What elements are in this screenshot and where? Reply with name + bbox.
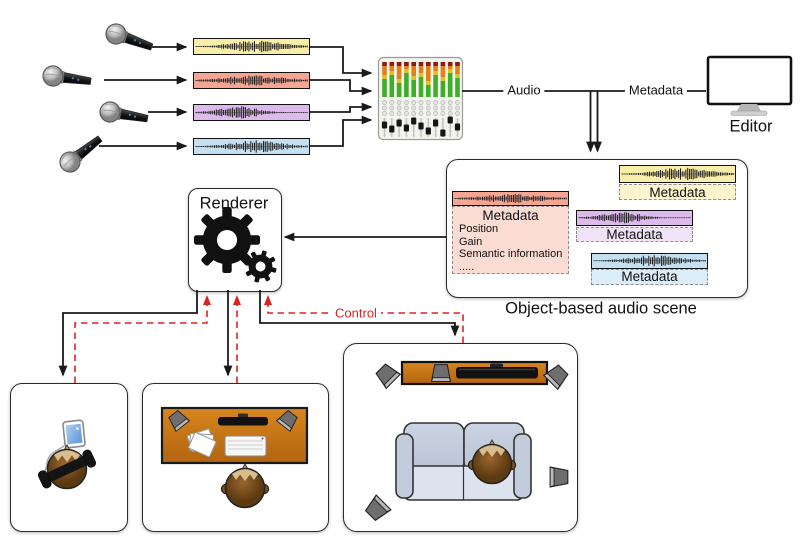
waveform-icon (454, 194, 567, 203)
desktop-listening-box (142, 383, 329, 532)
track4-to-mixer-arrow (310, 115, 373, 147)
input-track-yellow (193, 38, 310, 55)
editor-monitor-icon (706, 55, 793, 116)
waveform-icon (578, 212, 691, 224)
metadata-label: Metadata (482, 208, 539, 223)
waveform-icon (621, 167, 734, 181)
renderer-label: Renderer (199, 194, 269, 213)
editor-label: Editor (729, 117, 773, 136)
microphone-icon (97, 99, 150, 130)
waveform-icon (195, 40, 308, 53)
microphone-icon (55, 130, 107, 177)
metadata-detail-position: Position (459, 223, 499, 235)
object-based-audio-scene-box: Metadata Metadata Position Gain Semantic… (446, 159, 748, 298)
track1-to-mixer-arrow (310, 46, 373, 78)
scene-metadata-pink: Metadata Position Gain Semantic informat… (452, 206, 569, 274)
scene-track-yellow (619, 165, 736, 183)
track2-to-mixer-arrow (310, 79, 373, 96)
input-track-pink (193, 71, 310, 89)
scene-track-purple (576, 210, 693, 226)
renderer-to-headphones-arrow (58, 290, 198, 377)
metadata-detail-more: ..... (459, 260, 475, 273)
control-arrow-headphones (74, 295, 211, 383)
audio-label: Audio (503, 82, 545, 98)
input-track-blue (193, 137, 310, 155)
waveform-icon (195, 105, 308, 119)
metadata-label: Metadata (606, 226, 663, 242)
metadata-detail-semantic: Semantic information (459, 248, 563, 260)
scene-metadata-purple: Metadata (576, 227, 693, 242)
headphones-listening-box (10, 383, 128, 532)
metadata-label: Metadata (649, 184, 706, 200)
control-label: Control (331, 305, 381, 321)
scene-track-pink (452, 191, 569, 206)
metadata-detail-gain: Gain (459, 235, 483, 248)
mixing-console-icon (377, 56, 464, 141)
microphone-icon (102, 20, 156, 57)
track3-to-mixer-arrow (310, 102, 373, 113)
waveform-icon (593, 255, 706, 267)
metadata-label: Metadata (621, 269, 678, 285)
metadata-label: Metadata (624, 82, 688, 98)
scene-metadata-blue: Metadata (591, 269, 708, 285)
microphone-icon (41, 64, 93, 92)
waveform-icon (195, 74, 308, 86)
input-track-purple (193, 103, 310, 121)
scene-caption: Object-based audio scene (505, 299, 697, 318)
livingroom-listening-box (343, 343, 578, 532)
scene-track-blue (591, 253, 708, 269)
waveform-icon (195, 139, 308, 153)
scene-metadata-yellow: Metadata (619, 184, 736, 200)
